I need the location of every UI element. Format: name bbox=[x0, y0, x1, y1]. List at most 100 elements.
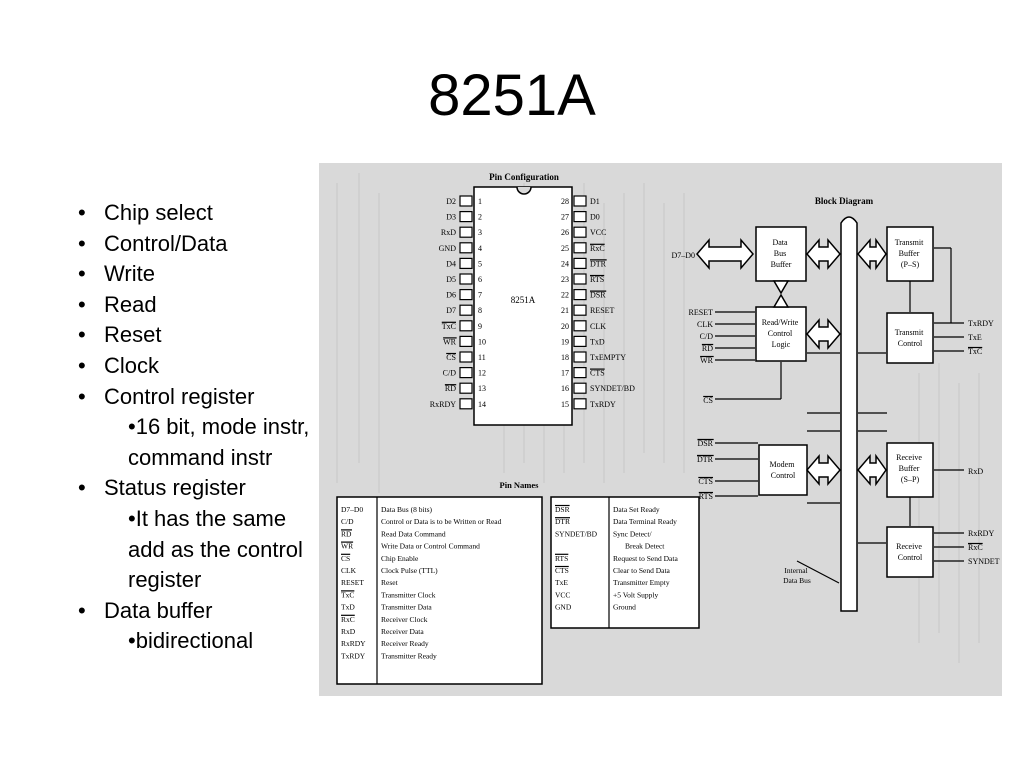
pin-box-left bbox=[459, 351, 473, 363]
data-bus-buffer-line1: Data bbox=[772, 238, 788, 247]
pin-names-title: Pin Names bbox=[500, 480, 540, 490]
bus-input-label: D7–D0 bbox=[671, 251, 695, 260]
pin-names-left-desc: Transmitter Ready bbox=[381, 651, 437, 660]
rxd-label: RxD bbox=[968, 467, 983, 476]
pin-name-left: RxD bbox=[441, 228, 456, 237]
pin-box-right bbox=[573, 335, 587, 347]
modem-control-block: Modem Control bbox=[758, 444, 808, 496]
pin-names-right-desc: Clear to Send Data bbox=[613, 566, 671, 575]
pin-names-right-desc: Data Terminal Ready bbox=[613, 517, 677, 526]
bus-arrows bbox=[696, 237, 887, 487]
pin-box-right bbox=[573, 210, 587, 223]
rw-control-block: Read/Write Control Logic bbox=[755, 306, 807, 362]
pin-number-right: 19 bbox=[561, 337, 569, 346]
data-bus-buffer-line2: Bus bbox=[774, 249, 786, 258]
pin-name-right: CTS bbox=[590, 369, 605, 378]
pin-number-left: 13 bbox=[478, 384, 486, 393]
pin-name-right: RTS bbox=[590, 275, 604, 284]
chip-label: 8251A bbox=[511, 295, 536, 305]
pin-box-left bbox=[459, 195, 473, 207]
svg-text:Receive Buffer: Receive Buffer (S–P) bbox=[896, 453, 924, 484]
pin-name-left: GND bbox=[439, 244, 457, 253]
pin-names-right-desc: Data Set Ready bbox=[613, 505, 660, 514]
internal-bus-label-line1: Internal bbox=[784, 566, 807, 575]
pin-names-right-pin: GND bbox=[555, 603, 572, 612]
pin-names-left-pin: D7–D0 bbox=[341, 505, 363, 514]
signal-lines bbox=[715, 247, 964, 584]
pin-number-right: 21 bbox=[561, 306, 569, 315]
data-bus-buffer-block: Data Bus Buffer bbox=[755, 226, 807, 282]
pin-names-left-desc: Transmitter Data bbox=[381, 603, 432, 612]
pin-name-left: D5 bbox=[446, 275, 456, 284]
pin-name-right: D1 bbox=[590, 197, 600, 206]
pin-names-right-desc: Ground bbox=[613, 603, 636, 612]
pin-box-right bbox=[573, 304, 587, 316]
pin-name-right: TxRDY bbox=[590, 400, 616, 409]
pin-name-right: DTR bbox=[590, 259, 607, 268]
transmit-control-line2: Control bbox=[898, 339, 923, 348]
pin-names-table-left bbox=[336, 496, 543, 685]
pin-box-left bbox=[459, 288, 473, 301]
pin-name-left: D2 bbox=[446, 197, 456, 206]
transmit-buffer-line1: Transmit bbox=[895, 238, 924, 247]
pin-names-left-desc: Receiver Clock bbox=[381, 615, 428, 624]
pin-name-left: RxRDY bbox=[430, 400, 456, 409]
pin-name-left: CS bbox=[446, 353, 456, 362]
pin-box-left bbox=[459, 335, 473, 347]
pin-names-left-pin: CS bbox=[341, 554, 350, 563]
pin-number-right: 15 bbox=[561, 400, 569, 409]
pin-box-right bbox=[573, 382, 587, 394]
pin-number-left: 14 bbox=[478, 400, 486, 409]
bullet-item: Read bbox=[78, 290, 323, 321]
pin-name-left: D4 bbox=[446, 259, 456, 268]
svg-text:Transmit Control: Transmit Control bbox=[895, 328, 926, 348]
pin-name-left: D3 bbox=[446, 213, 456, 222]
pin-number-left: 10 bbox=[478, 337, 486, 346]
pin-names-right-desc: Request to Send Data bbox=[613, 554, 678, 563]
cs-label: CS bbox=[703, 396, 713, 405]
modem-input-label: DTR bbox=[697, 455, 714, 464]
pin-name-left: D6 bbox=[446, 291, 456, 300]
pin-box-left bbox=[459, 398, 473, 410]
pin-name-right: D0 bbox=[590, 213, 600, 222]
pin-box-left bbox=[459, 273, 473, 285]
pin-names-left-desc: Read Data Command bbox=[381, 529, 446, 538]
pin-box-left bbox=[459, 320, 473, 332]
receive-buffer-line2: Buffer bbox=[899, 464, 920, 473]
svg-text:Receive Control: Receive Control bbox=[896, 542, 924, 562]
pin-box-right bbox=[573, 273, 587, 285]
pin-names-left-desc: Chip Enable bbox=[381, 554, 419, 563]
bullet-item: Data buffer bbox=[78, 596, 323, 627]
svg-text:Modem Control: Modem Control bbox=[770, 460, 797, 480]
pin-number-left: 12 bbox=[478, 369, 486, 378]
rw-control-line3: Logic bbox=[772, 340, 791, 349]
pin-names-left-desc: Transmitter Clock bbox=[381, 590, 436, 599]
transmit-control-line1: Transmit bbox=[895, 328, 924, 337]
pin-names-left-pin: RxC bbox=[341, 615, 355, 624]
pin-name-left: C/D bbox=[443, 369, 457, 378]
pin-box-right bbox=[573, 288, 587, 301]
sub-bullet-item: •It has the same add as the control regi… bbox=[128, 505, 303, 593]
pin-config-title: Pin Configuration bbox=[489, 172, 559, 182]
pin-number-right: 23 bbox=[561, 275, 569, 284]
bullet-item: Reset bbox=[78, 320, 323, 351]
pin-name-left: RD bbox=[445, 384, 456, 393]
pin-name-left: D7 bbox=[446, 306, 456, 315]
modem-input-label: DSR bbox=[697, 439, 713, 448]
internal-bus-label-line2: Data Bus bbox=[783, 576, 811, 585]
pin-box-right bbox=[573, 195, 587, 207]
pin-names-right-desc: Transmitter Empty bbox=[613, 578, 670, 587]
pin-box-left bbox=[459, 382, 473, 394]
pin-names-left-desc: Data Bus (8 bits) bbox=[381, 505, 433, 514]
block-diagram-title: Block Diagram bbox=[815, 196, 874, 206]
pin-box-left bbox=[459, 367, 473, 379]
pin-box-left bbox=[459, 257, 473, 270]
rx-output-label: SYNDET bbox=[968, 557, 1000, 566]
pin-names-right-pin: DTR bbox=[555, 517, 570, 526]
transmit-buffer-line3: (P–S) bbox=[901, 260, 920, 269]
receive-buffer-line1: Receive bbox=[896, 453, 922, 462]
